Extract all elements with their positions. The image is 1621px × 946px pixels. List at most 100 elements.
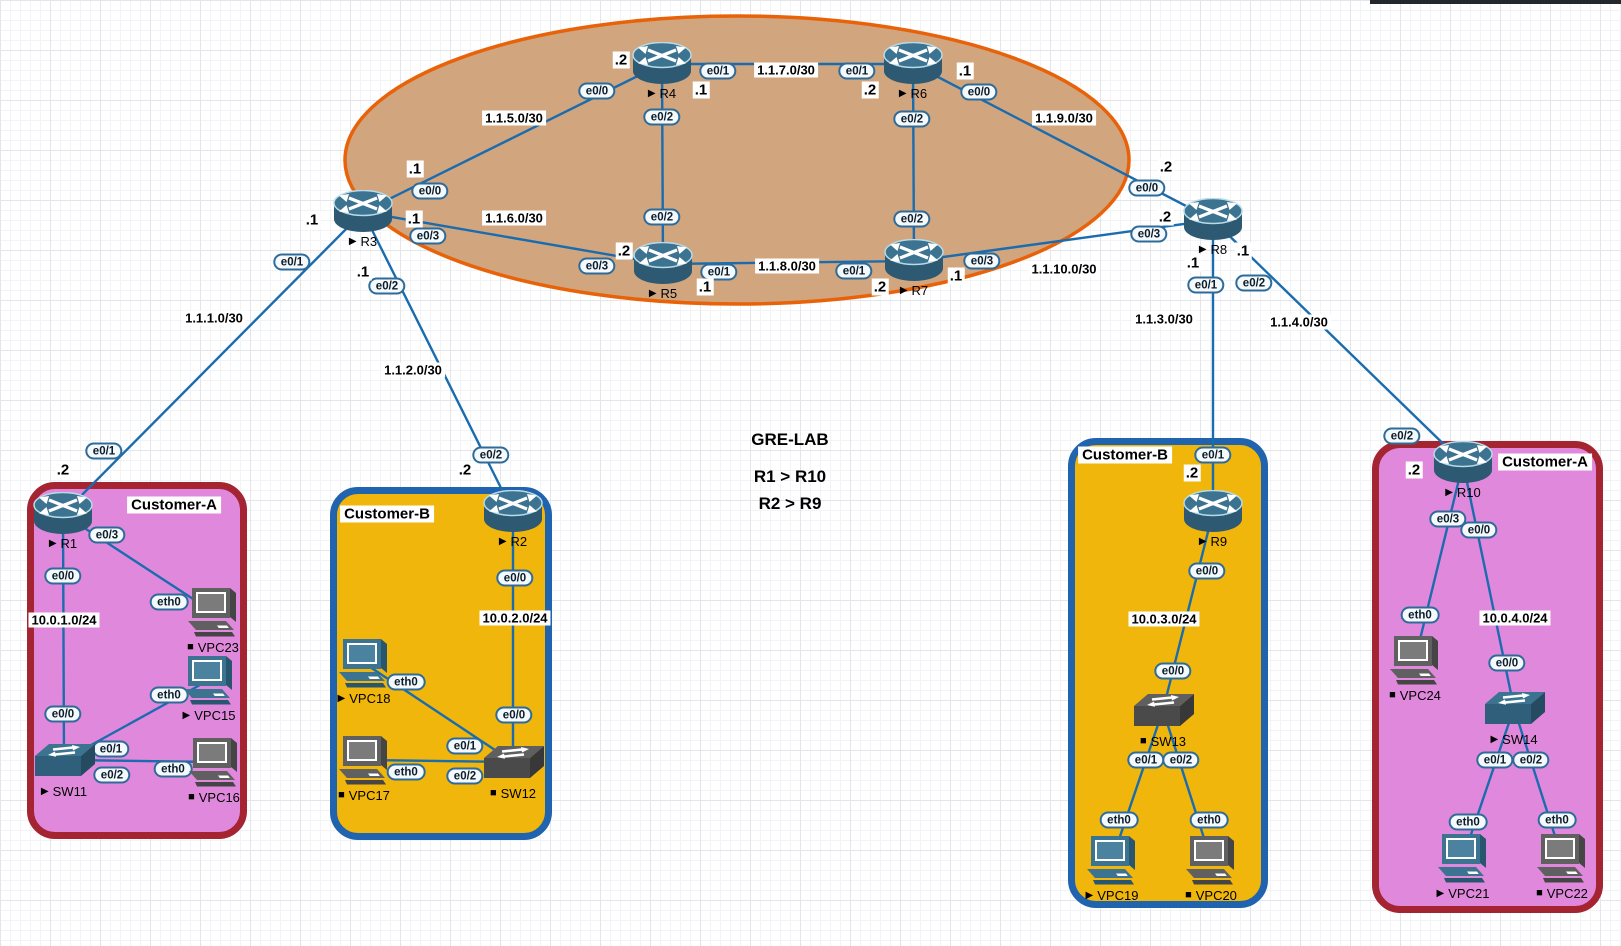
pc-icon (339, 736, 387, 785)
octet-label: .1 (405, 210, 423, 228)
link-R8-R10[interactable] (1212, 219, 1464, 464)
node-VPC24[interactable] (1388, 634, 1442, 691)
port-badge-e0-2: e0/2 (1383, 427, 1421, 445)
port-badge-e0-0: e0/0 (1154, 662, 1192, 680)
node-SW13[interactable] (1130, 690, 1196, 735)
subnet-label: 1.1.6.0/30 (482, 210, 546, 226)
node-label-SW11: ▶SW11 (41, 784, 87, 799)
octet-label: .1 (956, 62, 974, 80)
port-badge-e0-3: e0/3 (1130, 225, 1168, 243)
node-label-VPC23: ■VPC23 (187, 640, 239, 655)
running-marker-icon: ▶ (48, 537, 57, 549)
subnet-label: 1.1.10.0/30 (1028, 261, 1100, 277)
node-label-SW12: ■SW12 (490, 786, 536, 801)
link-SW14-VPC22[interactable] (1512, 707, 1564, 859)
node-SW12[interactable] (480, 742, 546, 787)
node-R9[interactable] (1182, 489, 1244, 539)
node-name-text: R10 (1456, 485, 1481, 500)
port-badge-e0-1: e0/1 (838, 62, 876, 80)
port-badge-e0-1: e0/1 (1476, 751, 1514, 769)
node-label-R10: ▶R10 (1445, 485, 1481, 500)
node-name-text: VPC16 (198, 790, 240, 805)
pc-icon (188, 588, 236, 637)
stopped-marker-icon: ■ (1536, 887, 1543, 899)
node-VPC17[interactable] (337, 734, 391, 791)
node-label-R6: ▶R6 (899, 86, 927, 101)
node-VPC22[interactable] (1535, 832, 1589, 889)
port-badge-e0-0: e0/0 (1460, 521, 1498, 539)
node-VPC20[interactable] (1184, 834, 1238, 891)
subnet-label: 1.1.1.0/30 (182, 310, 246, 326)
node-VPC18[interactable] (337, 637, 391, 694)
group-title-customer-b-right: Customer-B (1078, 446, 1172, 464)
node-VPC19[interactable] (1085, 834, 1139, 891)
node-label-R2: ▶R2 (499, 534, 527, 549)
node-R7[interactable] (883, 238, 945, 288)
node-name-text: SW11 (52, 784, 88, 799)
node-R6[interactable] (882, 41, 944, 91)
core-cloud-ellipse[interactable] (343, 14, 1131, 306)
running-marker-icon: ▶ (182, 709, 191, 721)
node-R8[interactable] (1182, 197, 1244, 247)
octet-label: .1 (696, 278, 714, 296)
port-badge-e0-1: e0/1 (446, 737, 484, 755)
stopped-marker-icon: ■ (489, 787, 497, 799)
node-VPC23[interactable] (186, 586, 240, 643)
node-label-R9: ▶R9 (1199, 534, 1227, 549)
port-badge-e0-0: e0/0 (44, 705, 82, 723)
link-R1-VPC23[interactable] (62, 512, 214, 614)
node-name-text: VPC15 (194, 708, 236, 723)
port-badge-e0-0: e0/0 (411, 182, 449, 200)
node-label-R8: ▶R8 (1199, 242, 1227, 257)
node-label-VPC24: ■VPC24 (1389, 688, 1441, 703)
node-VPC16[interactable] (187, 736, 241, 793)
router-icon (884, 238, 944, 281)
link-R10-VPC24[interactable] (1413, 462, 1465, 661)
link-SW13-VPC19[interactable] (1110, 709, 1165, 861)
group-title-customer-a-right: Customer-A (1498, 453, 1592, 471)
octet-label: .1 (947, 267, 965, 285)
node-name-text: R4 (659, 86, 677, 101)
port-badge-eth0: eth0 (1448, 813, 1488, 831)
port-badge-e0-2: e0/2 (1162, 751, 1200, 769)
subnet-label: 1.1.9.0/30 (1032, 110, 1096, 126)
node-R2[interactable] (482, 489, 544, 539)
router-icon (1433, 440, 1493, 483)
node-R4[interactable] (631, 41, 693, 91)
link-R4-R5[interactable] (660, 63, 665, 265)
node-R3[interactable] (332, 189, 394, 239)
node-label-SW14: ▶SW14 (1490, 732, 1537, 747)
pc-icon (1087, 836, 1135, 885)
group-title-customer-b-left: Customer-B (340, 505, 434, 523)
node-SW14[interactable] (1481, 688, 1547, 733)
octet-label: .1 (1184, 254, 1202, 272)
subnet-label: 1.1.8.0/30 (755, 258, 819, 274)
node-SW11[interactable] (31, 740, 97, 785)
octet-label: .1 (354, 263, 372, 281)
port-badge-e0-2: e0/2 (368, 277, 406, 295)
port-badge-e0-3: e0/3 (409, 227, 447, 245)
window-artifact-bar (1370, 0, 1621, 4)
link-SW14-VPC21[interactable] (1461, 707, 1516, 859)
octet-label: .1 (406, 160, 424, 178)
node-R1[interactable] (32, 491, 94, 541)
port-badge-eth0: eth0 (149, 593, 189, 611)
node-VPC15[interactable] (182, 654, 236, 711)
node-R10[interactable] (1432, 440, 1494, 490)
node-label-VPC16: ■VPC16 (188, 790, 240, 805)
link-SW13-VPC20[interactable] (1161, 709, 1213, 861)
running-marker-icon: ▶ (647, 87, 656, 99)
node-R5[interactable] (632, 241, 694, 291)
node-label-VPC22: ■VPC22 (1536, 886, 1588, 901)
lab-subtitle-1: R1 > R10 (753, 467, 827, 486)
group-title-customer-a-left: Customer-A (127, 496, 221, 514)
node-label-SW13: ■SW13 (1140, 734, 1186, 749)
node-VPC21[interactable] (1436, 832, 1490, 889)
router-icon (483, 489, 543, 532)
pc-icon (1186, 836, 1234, 885)
port-badge-e0-2: e0/2 (893, 210, 931, 228)
link-R6-R7[interactable] (911, 63, 916, 262)
port-badge-e0-2: e0/2 (643, 108, 681, 126)
pc-icon (184, 656, 232, 705)
link-R3-R1[interactable] (62, 211, 364, 515)
